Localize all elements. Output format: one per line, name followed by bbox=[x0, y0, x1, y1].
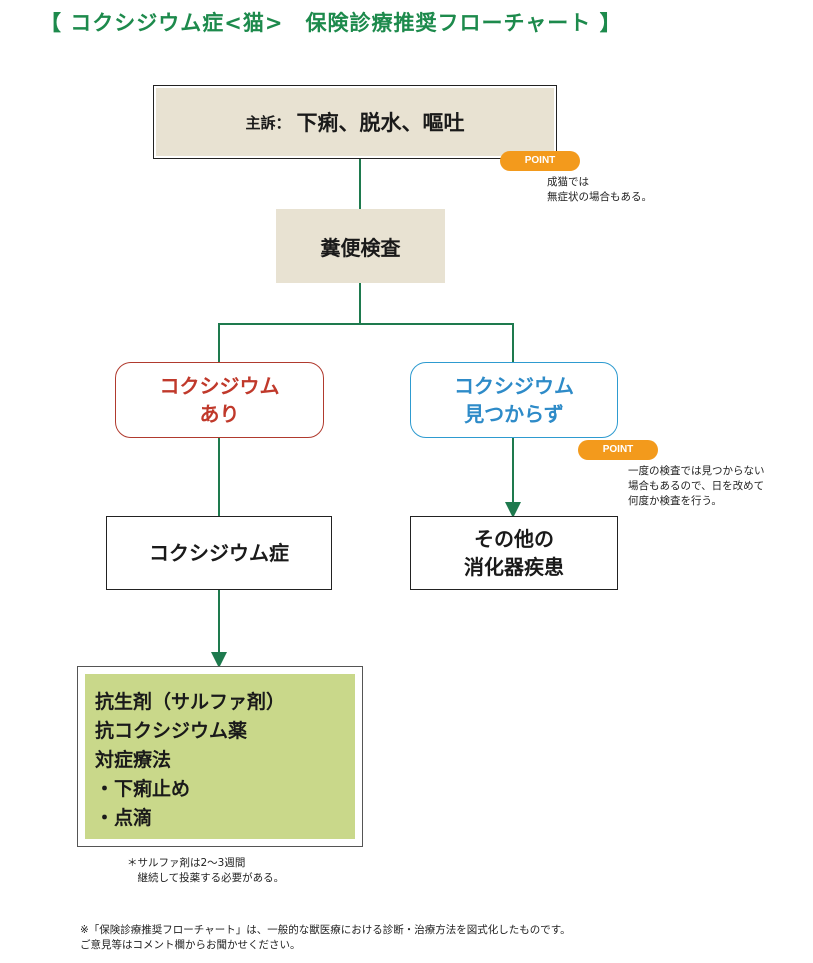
point-note-2-line: 何度か検査を行う。 bbox=[628, 495, 722, 507]
other-line: 消化器疾患 bbox=[464, 555, 564, 579]
found-line: コクシジウム bbox=[159, 374, 280, 398]
treatment-item: 抗生剤（サルファ剤） bbox=[95, 691, 286, 713]
coccidia-not-found-box: コクシジウム 見つからず bbox=[410, 362, 618, 438]
treatment-item: 対症療法 bbox=[95, 749, 172, 771]
point-note-1-line: 無症状の場合もある。 bbox=[547, 191, 652, 203]
found-line: あり bbox=[199, 402, 240, 426]
treatment-item: ・点滴 bbox=[95, 807, 153, 829]
not-found-line: 見つからず bbox=[464, 402, 564, 426]
line-stool-branch-right bbox=[360, 323, 514, 362]
coccidia-found-box: コクシジウム あり bbox=[115, 362, 324, 438]
point-badge-2: POINT bbox=[578, 440, 658, 460]
page-title: 【 コクシジウム症<猫> 保険診療推奨フローチャート 】 bbox=[40, 11, 622, 35]
point-badge-1: POINT bbox=[500, 151, 580, 171]
point-note-1: 成猫では 無症状の場合もある。 bbox=[547, 175, 652, 205]
treatment-note-line: 継続して投薬する必要がある。 bbox=[127, 872, 285, 884]
treatment-item: 抗コクシジウム薬 bbox=[95, 720, 248, 742]
complaint-label: 主訴： bbox=[245, 113, 291, 132]
line-stool-branch bbox=[218, 283, 361, 362]
point-note-2: 一度の検査では見つからない 場合もあるので、日を改めて 何度か検査を行う。 bbox=[628, 464, 765, 509]
coccidiosis-box: コクシジウム症 bbox=[106, 516, 332, 590]
treatment-inner: 抗生剤（サルファ剤） 抗コクシジウム薬 対症療法 ・下痢止め ・点滴 bbox=[85, 674, 355, 839]
other-gi-disease-box: その他の 消化器疾患 bbox=[410, 516, 618, 590]
other-line: その他の bbox=[474, 527, 554, 551]
point-note-1-line: 成猫では bbox=[547, 176, 589, 188]
point-note-2-line: 場合もあるので、日を改めて bbox=[628, 480, 765, 492]
treatment-box: 抗生剤（サルファ剤） 抗コクシジウム薬 対症療法 ・下痢止め ・点滴 bbox=[77, 666, 363, 847]
footer-line: ※「保険診療推奨フローチャート」は、一般的な獣医療における診断・治療方法を図式化… bbox=[80, 924, 571, 936]
point-note-2-line: 一度の検査では見つからない bbox=[628, 465, 765, 477]
not-found-line: コクシジウム bbox=[454, 374, 574, 398]
complaint-value: 下痢、脱水、嘔吐 bbox=[296, 111, 465, 135]
footer-line: ご意見等はコメント欄からお聞かせください。 bbox=[80, 939, 301, 951]
stool-test-box: 糞便検査 bbox=[276, 209, 445, 283]
treatment-item: ・下痢止め bbox=[95, 778, 191, 800]
footer-note: ※「保険診療推奨フローチャート」は、一般的な獣医療における診断・治療方法を図式化… bbox=[80, 923, 571, 953]
treatment-note: ＊サルファ剤は2〜3週間 継続して投薬する必要がある。 bbox=[127, 856, 284, 886]
treatment-note-line: ＊サルファ剤は2〜3週間 bbox=[127, 857, 246, 869]
chief-complaint-box: 主訴： 下痢、脱水、嘔吐 bbox=[153, 85, 557, 159]
